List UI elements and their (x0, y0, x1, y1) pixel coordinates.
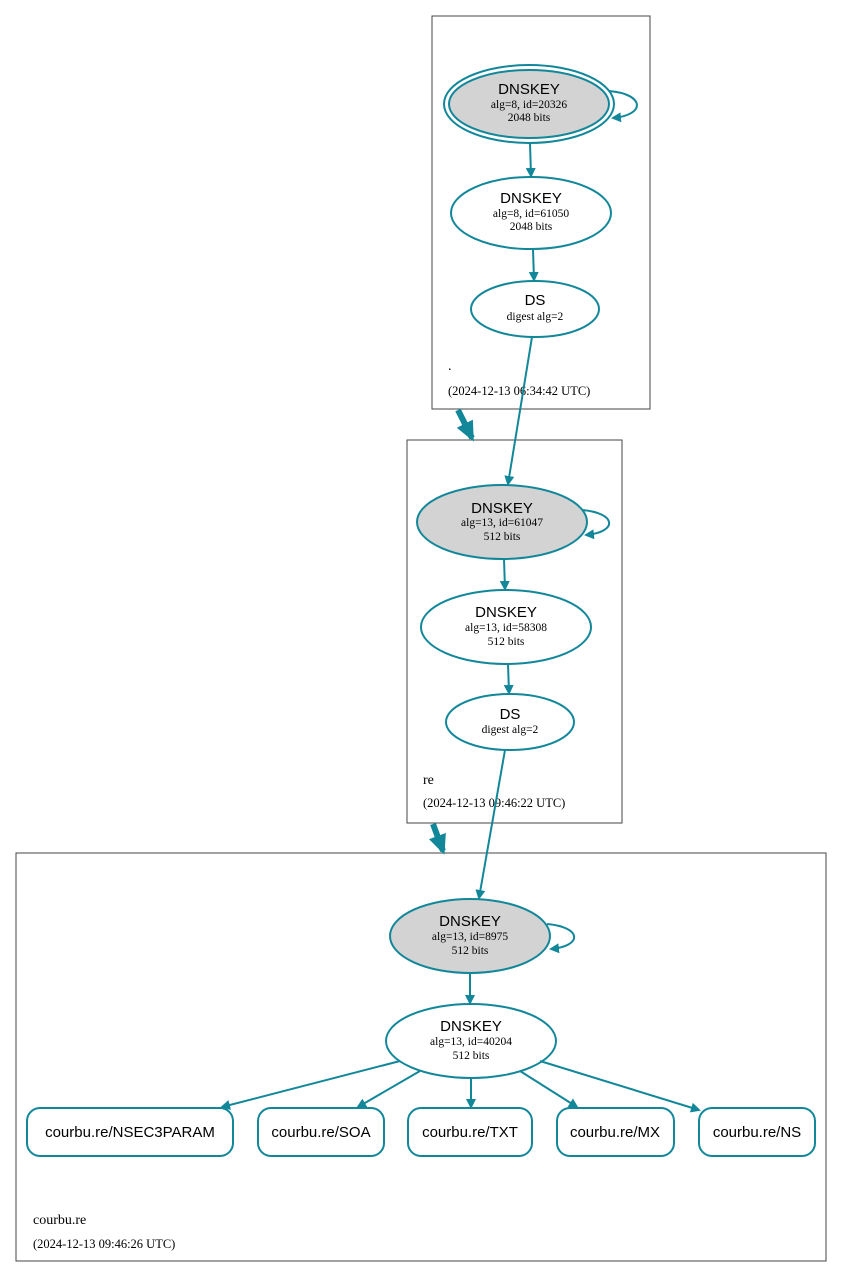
root-zsk-node[interactable]: DNSKEY alg=8, id=61050 2048 bits (450, 176, 612, 250)
root-ds-to-re-ksk-edge (504, 336, 533, 486)
courbu-zsk-to-nsec3param-edge (220, 1060, 401, 1110)
courbu-ksk-title: DNSKEY (439, 913, 501, 930)
re-zsk-alg: alg=13, id=58308 (465, 622, 547, 634)
root-zsk-bits: 2048 bits (510, 221, 553, 233)
re-ksk-bits: 512 bits (484, 531, 521, 543)
rrset-mx-label: courbu.re/MX (570, 1124, 660, 1141)
rrset-ns-label: courbu.re/NS (713, 1124, 801, 1141)
re-ds-title: DS (500, 706, 521, 723)
zone-root-name: . (448, 359, 452, 374)
delegation-re-to-courbu-arrow (429, 822, 446, 855)
rrset-txt-node[interactable]: courbu.re/TXT (407, 1107, 533, 1157)
zone-re-timestamp: (2024-12-13 09:46:22 UTC) (423, 796, 565, 810)
zone-re-name: re (423, 773, 434, 788)
courbu-zsk-to-ns-edge (539, 1060, 701, 1113)
rrset-nsec3param-label: courbu.re/NSEC3PARAM (45, 1124, 215, 1141)
re-ksk-alg: alg=13, id=61047 (461, 517, 543, 529)
courbu-zsk-alg: alg=13, id=40204 (430, 1036, 512, 1048)
zone-re: DNSKEY alg=13, id=61047 512 bits DNSKEY … (406, 439, 623, 824)
root-ksk-alg: alg=8, id=20326 (491, 99, 567, 111)
zone-courbu: DNSKEY alg=13, id=8975 512 bits DNSKEY a… (15, 852, 827, 1262)
courbu-zsk-to-soa-edge (356, 1070, 421, 1109)
courbu-ksk-node[interactable]: DNSKEY alg=13, id=8975 512 bits (389, 898, 551, 974)
edges (220, 90, 701, 1113)
courbu-ksk-bits: 512 bits (452, 945, 489, 957)
re-zsk-bits: 512 bits (488, 636, 525, 648)
re-zsk-to-ds-edge (503, 663, 514, 695)
rrset-mx-node[interactable]: courbu.re/MX (556, 1107, 675, 1157)
courbu-ksk-self-edge (546, 923, 576, 954)
re-zsk-node[interactable]: DNSKEY alg=13, id=58308 512 bits (420, 589, 592, 665)
zone-root: DNSKEY alg=8, id=20326 2048 bits DNSKEY … (431, 15, 651, 410)
root-ksk-title: DNSKEY (498, 81, 560, 98)
re-ksk-node[interactable]: DNSKEY alg=13, id=61047 512 bits (416, 484, 588, 560)
root-ksk-node[interactable]: DNSKEY alg=8, id=20326 2048 bits (443, 64, 615, 144)
zone-root-box (431, 15, 651, 410)
re-ksk-title: DNSKEY (471, 500, 533, 517)
courbu-zsk-bits: 512 bits (453, 1050, 490, 1062)
re-ksk-to-zsk-edge (499, 558, 510, 591)
zone-root-timestamp: (2024-12-13 06:34:42 UTC) (448, 384, 590, 398)
root-ds-digest: digest alg=2 (507, 311, 564, 323)
root-ksk-bits: 2048 bits (508, 112, 551, 124)
zone-courbu-name: courbu.re (33, 1213, 86, 1228)
courbu-zsk-to-mx-edge (519, 1070, 579, 1109)
courbu-zsk-title: DNSKEY (440, 1018, 502, 1035)
root-ds-node[interactable]: DS digest alg=2 (470, 280, 600, 338)
rrset-soa-node[interactable]: courbu.re/SOA (257, 1107, 385, 1157)
root-zsk-to-ds-edge (528, 248, 539, 282)
re-ksk-self-edge (581, 509, 611, 540)
root-ds-title: DS (525, 292, 546, 309)
rrset-nsec3param-node[interactable]: courbu.re/NSEC3PARAM (26, 1107, 234, 1157)
root-zsk-alg: alg=8, id=61050 (493, 208, 569, 220)
root-ksk-to-zsk-edge (525, 142, 536, 178)
rrset-txt-label: courbu.re/TXT (422, 1124, 518, 1141)
root-ksk-self-edge (608, 90, 638, 123)
rrset-ns-node[interactable]: courbu.re/NS (698, 1107, 816, 1157)
courbu-zsk-node[interactable]: DNSKEY alg=13, id=40204 512 bits (385, 1003, 557, 1079)
zone-courbu-box (15, 852, 827, 1262)
rrset-soa-label: courbu.re/SOA (271, 1124, 370, 1141)
re-ds-to-courbu-ksk-edge (475, 749, 506, 900)
re-zsk-title: DNSKEY (475, 604, 537, 621)
root-zsk-title: DNSKEY (500, 190, 562, 207)
re-ds-node[interactable]: DS digest alg=2 (445, 693, 575, 751)
re-ds-digest: digest alg=2 (482, 724, 539, 736)
delegation-root-to-re-arrow (455, 408, 475, 442)
courbu-ksk-alg: alg=13, id=8975 (432, 931, 508, 943)
zone-courbu-timestamp: (2024-12-13 09:46:26 UTC) (33, 1237, 175, 1251)
